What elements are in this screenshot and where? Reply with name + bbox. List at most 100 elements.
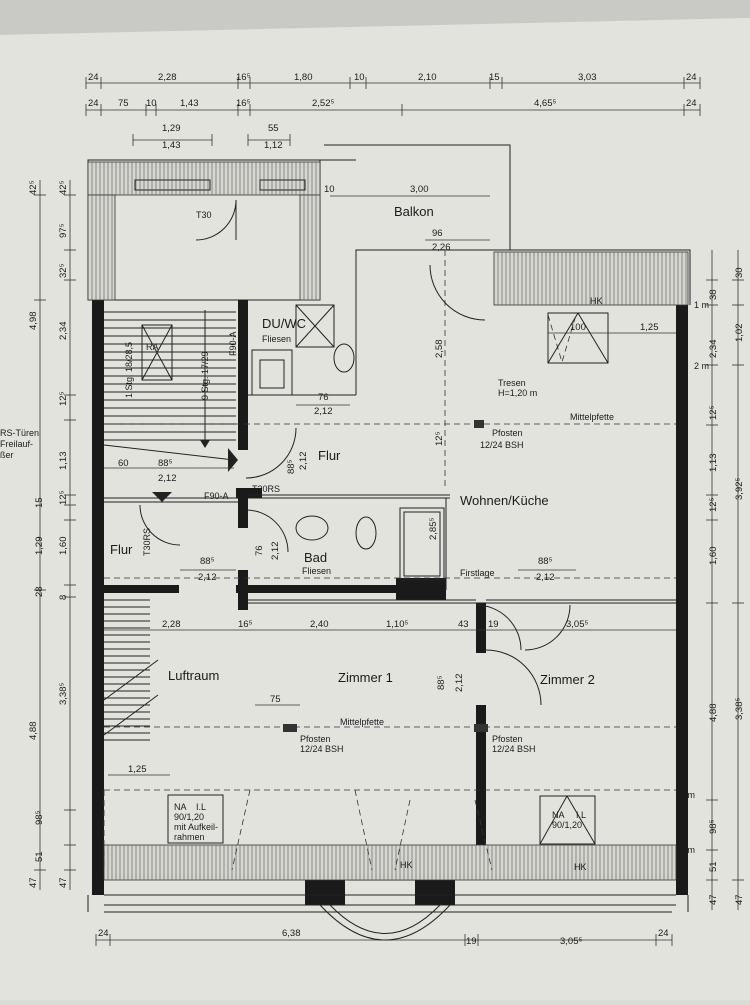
dim-right-outer-2: 1,02	[734, 324, 745, 343]
dim-left-inner-11: 8	[58, 595, 69, 600]
room-du-wc-floor: Fliesen	[262, 334, 291, 344]
dim-right-inner-3: 12⁵	[708, 497, 719, 512]
dim-top2-5: 2,52⁵	[312, 98, 334, 109]
dim-top1-7: 3,03	[578, 72, 597, 83]
dim-bottom-2: 19	[466, 936, 477, 947]
label-t30rs-mid: T30RS	[252, 484, 280, 494]
room-flur-left: Flur	[110, 542, 133, 557]
dim-top1-8: 24	[686, 72, 697, 83]
dim-first-885: 88⁵	[538, 556, 553, 567]
dim-bottom-0: 24	[98, 928, 109, 939]
dim-luft-125: 1,25	[128, 764, 147, 775]
dim-top1-0: 24	[88, 72, 99, 83]
label-stairs-down: 1 Stg. 18/28,5	[124, 342, 134, 398]
dimension-lines-left: 42⁵ 4,98 4,88 47 42⁵ 97⁵ 32⁵ 2,34 12⁵ 1,…	[28, 180, 76, 890]
doors	[139, 199, 571, 706]
dim-top3-0: 1,29	[162, 123, 181, 134]
dim-right-outer-3: 3,92⁵	[734, 478, 745, 500]
label-tresen-h: H=1,20 m	[498, 388, 537, 398]
label-rs-tueren-2: Freilauf-	[0, 439, 33, 449]
post-zimmer1	[283, 724, 297, 732]
dim-right-inner-0: 2,34	[708, 340, 719, 359]
dim-bottom-4: 24	[658, 928, 669, 939]
dim-left-inner-9: 1,60	[58, 537, 69, 556]
room-luftraum: Luftraum	[168, 668, 219, 683]
label-pfosten-z1: Pfosten	[300, 734, 331, 744]
dim-duwc-212: 2,12	[314, 406, 333, 417]
label-hk-bottom-right: HK	[574, 862, 587, 872]
room-du-wc: DU/WC	[262, 316, 306, 331]
dimension-lines-top: 24 2,28 16⁵ 1,80 10 2,10 15 3,03 24 24 7…	[85, 72, 701, 151]
post-zimmer2	[474, 724, 488, 732]
dim-top3-2: 55	[268, 123, 279, 134]
dim-z-row-5: 19	[488, 619, 499, 630]
label-na-right-1: NA	[552, 810, 565, 820]
dim-left-outer-1: 4,98	[28, 312, 39, 331]
label-na-left-1: NA	[174, 802, 187, 812]
dim-left-inner-12: 3,38⁵	[58, 683, 69, 705]
dim-right-inner-8: 47	[708, 894, 719, 905]
label-mittelpfette-bottom: Mittelpfette	[340, 717, 384, 727]
interior-dimensions: 10 3,00 96 2,26 76 2,12 88⁵ 2,12 60 88⁵ …	[104, 184, 676, 776]
dim-left-inner-13: 98⁵	[34, 810, 45, 825]
dim-top1-4: 10	[354, 72, 365, 83]
label-rs-tueren-3: ßer	[0, 450, 14, 460]
label-m2-lower: 2 m	[680, 790, 695, 800]
room-bad-floor: Fliesen	[302, 566, 331, 576]
dim-right-outer-1: 38	[708, 289, 719, 300]
dim-left-outer-3: 47	[28, 877, 39, 888]
dim-first-212: 2,12	[536, 572, 555, 583]
dim-bad-76: 76	[254, 545, 265, 556]
dim-z-row-6: 3,05⁵	[566, 619, 588, 630]
label-pfosten-top-size: 12/24 BSH	[480, 440, 524, 450]
dim-right-inner-2: 1,13	[708, 454, 719, 473]
dim-top2-3: 1,43	[180, 98, 199, 109]
dim-z1-75: 75	[270, 694, 281, 705]
dim-top2-0: 24	[88, 98, 99, 109]
dim-balkon-300: 3,00	[410, 184, 429, 195]
room-zimmer1: Zimmer 1	[338, 670, 393, 685]
dim-top1-6: 15	[489, 72, 500, 83]
room-zimmer2: Zimmer 2	[540, 672, 595, 687]
dim-right-inner-5: 4,88	[708, 704, 719, 723]
dim-left-inner-0: 42⁵	[58, 180, 69, 195]
label-na-right-2: 90/1,20	[552, 820, 582, 830]
label-tresen: Tresen	[498, 378, 526, 388]
dim-left-inner-5: 1,13	[58, 452, 69, 471]
dim-wohn-258: 2,58	[434, 340, 445, 359]
label-hk-bottom-mid: HK	[400, 860, 413, 870]
label-pfosten-z2-size: 12/24 BSH	[492, 744, 536, 754]
dim-top1-5: 2,10	[418, 72, 437, 83]
dim-duwc-76: 76	[318, 392, 329, 403]
label-t30: T30	[196, 210, 212, 220]
fixtures	[134, 179, 609, 845]
dim-shower-285: 2,85⁵	[428, 518, 439, 540]
dim-top2-6: 4,65⁵	[534, 98, 556, 109]
label-hk-top: HK	[590, 296, 603, 306]
dim-left-60: 60	[118, 458, 129, 469]
room-balkon: Balkon	[394, 204, 434, 219]
dim-z1-885: 88⁵	[436, 675, 447, 690]
roof-hatch-top-right	[493, 251, 689, 306]
dim-left-inner-3: 2,34	[58, 322, 69, 341]
dim-top3-1: 1,43	[162, 140, 181, 151]
label-m2-right: 2 m	[694, 361, 709, 371]
dim-right-inner-6: 98⁵	[708, 819, 719, 834]
room-wohnen: Wohnen/Küche	[460, 493, 549, 508]
dim-bottom-3: 3,05⁵	[560, 936, 582, 947]
dim-left-inner-2: 32⁵	[58, 263, 69, 278]
dim-left-outer-0: 42⁵	[28, 180, 39, 195]
dim-wohn-125b: 12⁵	[434, 431, 445, 446]
dim-balkon-226: 2,26	[432, 242, 451, 253]
dim-flur-885: 88⁵	[286, 459, 297, 474]
roof-lines	[103, 250, 676, 871]
post-top	[474, 420, 484, 428]
roof-hatch-left-strip-2	[299, 194, 321, 301]
dim-left-outer-2: 4,88	[28, 722, 39, 741]
dim-left-885: 88⁵	[158, 458, 173, 469]
label-m1-right: 1 m	[694, 300, 709, 310]
dim-left-inner-15: 47	[58, 877, 69, 888]
dim-right-outer-4: 3,38⁵	[734, 698, 745, 720]
